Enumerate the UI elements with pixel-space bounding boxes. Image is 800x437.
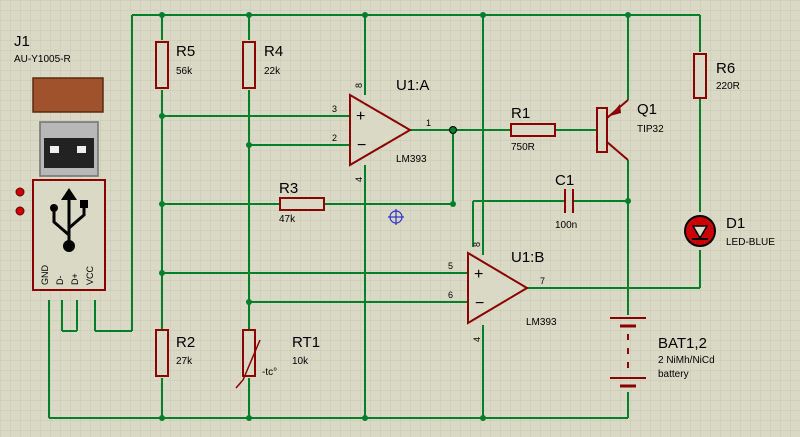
opamp-u1b[interactable]: + − U1:B LM393 5 6 7 8 4 (448, 242, 557, 342)
rt1-tc: -tc° (262, 367, 277, 378)
rt1-value: 10k (292, 356, 309, 367)
r6-value: 220R (716, 81, 740, 92)
usb-mount-pin-2 (15, 206, 25, 216)
resistor-body (155, 41, 169, 89)
resistor-r2[interactable]: R2 27k (155, 329, 195, 377)
r3-ref: R3 (279, 180, 298, 197)
opamp-minus: − (357, 137, 366, 154)
u1b-ref: U1:B (511, 249, 544, 266)
r6-ref: R6 (716, 60, 735, 77)
usb-pin-dplus: D+ (70, 273, 80, 285)
u1a-pin-2: 2 (332, 133, 337, 143)
opamp-u1a[interactable]: + − U1:A LM393 3 2 1 8 4 (332, 77, 431, 182)
battery-bat12[interactable]: BAT1,2 2 NiMh/NiCd battery (610, 317, 715, 388)
rt1-ref: RT1 (292, 334, 320, 351)
opamp-minus: − (475, 295, 484, 312)
opamp-plus: + (474, 266, 483, 283)
bat-line2: battery (658, 369, 689, 380)
resistor-body (155, 329, 169, 377)
u1b-pin-6: 6 (448, 290, 453, 300)
q1-part: TIP32 (637, 124, 664, 135)
transistor-q1[interactable]: Q1 TIP32 (596, 99, 664, 161)
u1b-pin-5: 5 (448, 261, 453, 271)
u1a-ref: U1:A (396, 77, 429, 94)
thermistor-rt1[interactable]: RT1 10k -tc° (235, 329, 320, 389)
opamp-plus: + (356, 108, 365, 125)
u1a-part: LM393 (396, 154, 427, 165)
usb-plug-cap (32, 77, 104, 113)
u1a-pin-1: 1 (426, 118, 431, 128)
resistor-r5[interactable]: R5 56k (155, 41, 195, 89)
wires (48, 14, 701, 419)
emitter-arrow-icon (610, 104, 621, 116)
c1-value: 100n (555, 220, 577, 231)
u1a-pin-8: 8 (354, 83, 364, 88)
r4-ref: R4 (264, 43, 283, 60)
thermistor-body (242, 329, 256, 377)
r4-value: 22k (264, 66, 281, 77)
u1a-pin-3: 3 (332, 104, 337, 114)
resistor-r4[interactable]: R4 22k (242, 41, 283, 89)
resistor-body (242, 41, 256, 89)
u1b-pin-7: 7 (540, 276, 545, 286)
usb-pin-vcc: VCC (85, 265, 95, 285)
thermistor-slash (235, 339, 261, 389)
resistor-body (279, 197, 325, 211)
u1b-pin-4: 4 (472, 337, 482, 342)
u1b-part: LM393 (526, 317, 557, 328)
usb-pin-dminus: D- (55, 276, 65, 286)
opamp-body (467, 251, 529, 325)
bat-ref: BAT1,2 (658, 335, 707, 352)
led-d1[interactable]: D1 LED-BLUE (684, 215, 775, 248)
usb-connector-j1[interactable]: J1 AU-Y1005-R GND D- D+ VCC (14, 33, 106, 291)
resistor-r6[interactable]: R6 220R (693, 53, 740, 99)
crosshair-marker-icon (388, 209, 404, 225)
junction-dots (159, 12, 631, 421)
r1-ref: R1 (511, 105, 530, 122)
u1a-pin-4: 4 (354, 177, 364, 182)
usb-pin-gnd: GND (40, 265, 50, 286)
d1-part: LED-BLUE (726, 237, 775, 248)
r5-ref: R5 (176, 43, 195, 60)
led-triangle-icon (691, 225, 709, 240)
j1-ref: J1 (14, 33, 30, 50)
usb-symbol-icon (50, 188, 88, 252)
opamp-body (349, 93, 412, 167)
resistor-body (510, 123, 556, 137)
c1-ref: C1 (555, 172, 574, 189)
output-node (449, 126, 457, 134)
usb-mount-pin-1 (15, 187, 25, 197)
r2-value: 27k (176, 356, 193, 367)
bat-line1: 2 NiMh/NiCd (658, 355, 715, 366)
transistor-base-bar (596, 107, 608, 153)
resistor-r1[interactable]: R1 750R (510, 105, 556, 153)
q1-ref: Q1 (637, 101, 657, 118)
resistor-body (693, 53, 707, 99)
r3-value: 47k (279, 214, 296, 225)
capacitor-c1[interactable]: C1 100n (555, 172, 577, 231)
u1b-pin-8: 8 (472, 242, 482, 247)
r5-value: 56k (176, 66, 193, 77)
resistor-r3[interactable]: R3 47k (279, 180, 325, 225)
d1-ref: D1 (726, 215, 745, 232)
r2-ref: R2 (176, 334, 195, 351)
j1-part: AU-Y1005-R (14, 54, 71, 65)
r1-value: 750R (511, 142, 535, 153)
